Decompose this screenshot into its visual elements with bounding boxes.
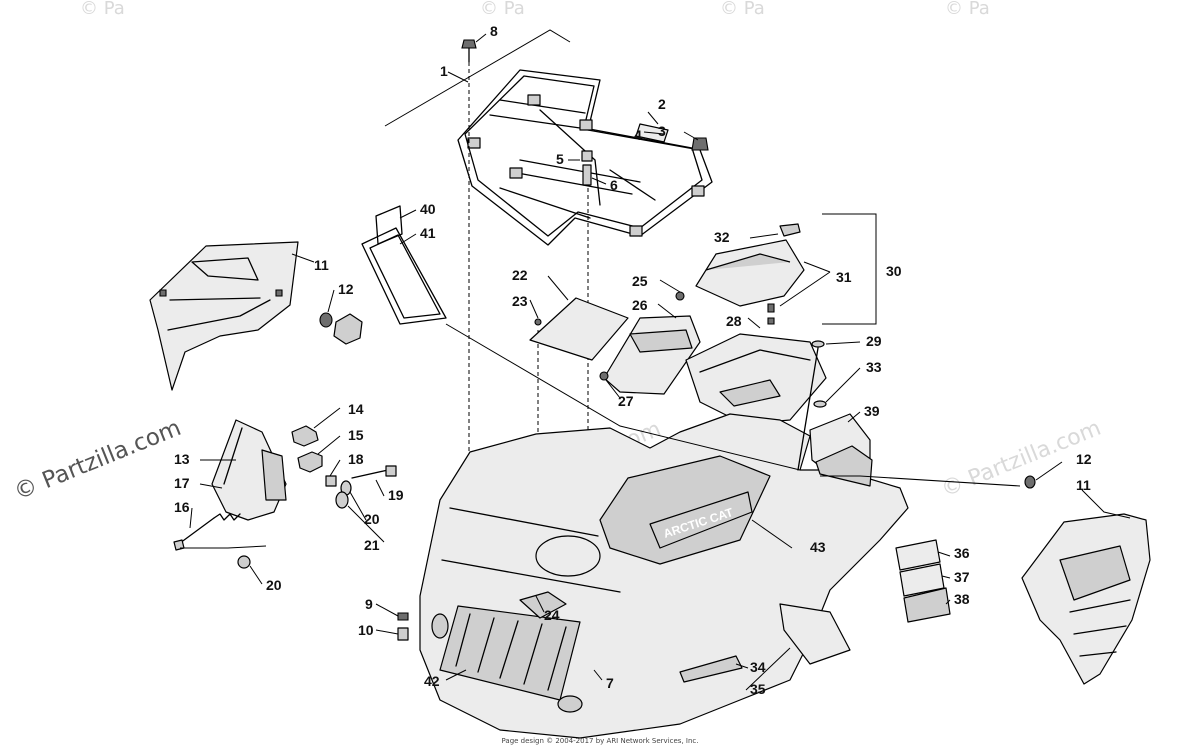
callout-3: 3 [658, 123, 666, 139]
callout-12-right: 12 [1076, 451, 1092, 467]
callout-26: 26 [632, 297, 648, 313]
callout-33: 33 [866, 359, 882, 375]
callout-9: 9 [365, 596, 373, 612]
storage-lid [695, 223, 805, 325]
leader-lines [180, 33, 1131, 691]
callout-22: 22 [512, 267, 528, 283]
callout-37: 37 [954, 569, 970, 585]
callout-36: 36 [954, 545, 970, 561]
callout-28: 28 [726, 313, 742, 329]
page-footer: Page design © 2004-2017 by ARI Network S… [501, 737, 699, 745]
callout-27: 27 [618, 393, 634, 409]
callout-1: 1 [440, 63, 448, 79]
left-watermark: © Partzilla.com [11, 415, 185, 506]
callout-20-lower: 20 [266, 577, 282, 593]
callout-41: 41 [420, 225, 436, 241]
callout-25: 25 [632, 273, 648, 289]
callout-17: 17 [174, 475, 190, 491]
right-side-panel [1021, 513, 1151, 685]
callout-11: 11 [314, 257, 329, 273]
callout-13: 13 [174, 451, 190, 467]
bracket-30 [822, 213, 877, 325]
callout-38: 38 [954, 591, 970, 607]
decal-36-38 [895, 539, 951, 623]
corner-watermark: © Pa [945, 0, 990, 19]
callout-14: 14 [348, 401, 364, 417]
callout-18: 18 [348, 451, 364, 467]
callout-6: 6 [610, 177, 618, 193]
callout-39: 39 [864, 403, 880, 419]
callout-16: 16 [174, 499, 190, 515]
callout-23: 23 [512, 293, 528, 309]
callout-24: 24 [544, 607, 560, 623]
watermarks: © Pa © Pa © Pa © Pa © Partzilla.com © Pa… [11, 0, 1105, 506]
headlight-assembly [173, 419, 397, 569]
callout-8: 8 [490, 23, 498, 39]
callout-43: 43 [810, 539, 826, 555]
corner-watermark: © Pa [720, 0, 765, 19]
push-rivet-29-33 [797, 340, 827, 471]
console-cover [599, 291, 827, 425]
push-rivet-left [319, 312, 363, 345]
center-access-panel [529, 297, 629, 361]
callout-40: 40 [420, 201, 436, 217]
callout-34: 34 [750, 659, 766, 675]
callout-30: 30 [886, 263, 902, 279]
bracket-1 [384, 29, 571, 127]
callout-10: 10 [358, 622, 374, 638]
callout-35: 35 [750, 681, 766, 697]
callout-7: 7 [606, 675, 614, 691]
decal-40-41 [361, 205, 447, 325]
callout-5: 5 [556, 151, 564, 167]
rear-rack [457, 69, 713, 246]
callout-12: 12 [338, 281, 354, 297]
callout-2: 2 [658, 96, 666, 112]
callout-32: 32 [714, 229, 730, 245]
callout-42: 42 [424, 673, 440, 689]
callout-31: 31 [836, 269, 852, 285]
callout-15: 15 [348, 427, 364, 443]
callout-numbers: 1 2 3 4 5 6 7 8 9 10 11 12 13 14 15 16 1… [174, 23, 1092, 697]
callout-20: 20 [364, 511, 380, 527]
corner-watermark: © Pa [80, 0, 125, 19]
callout-4: 4 [634, 127, 642, 143]
push-rivet-right [1024, 475, 1036, 489]
callout-21: 21 [364, 537, 380, 553]
left-side-panel [149, 241, 299, 391]
callout-29: 29 [866, 333, 882, 349]
callout-11-right: 11 [1076, 477, 1091, 493]
corner-watermark: © Pa [480, 0, 525, 19]
callout-19: 19 [388, 487, 404, 503]
